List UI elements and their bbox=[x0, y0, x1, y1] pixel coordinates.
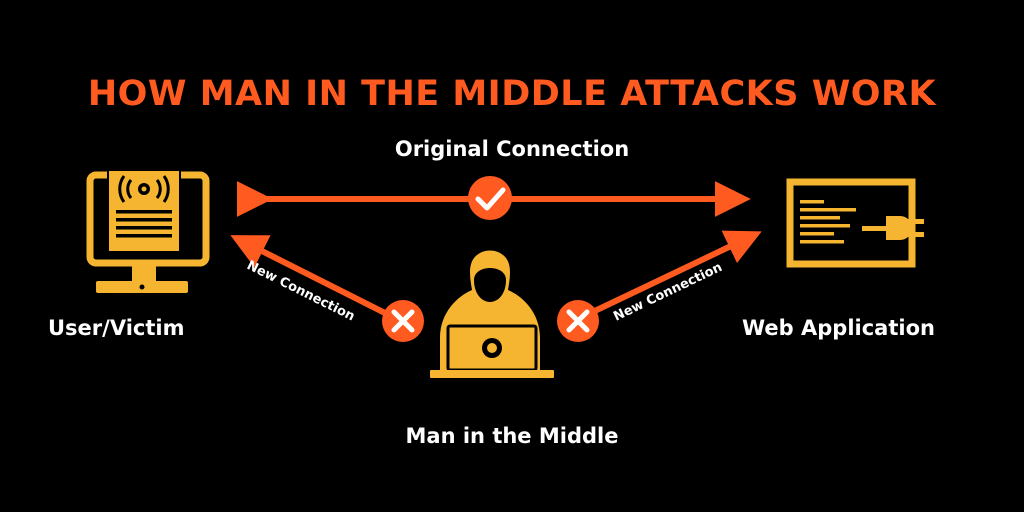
web-application-label: Web Application bbox=[742, 316, 935, 340]
hooded-hacker-laptop-icon bbox=[430, 250, 554, 378]
web-application-icon bbox=[786, 178, 924, 268]
man-in-the-middle-label: Man in the Middle bbox=[405, 424, 619, 448]
page-title: HOW MAN IN THE MIDDLE ATTACKS WORK bbox=[87, 74, 937, 114]
user-victim-label: User/Victim bbox=[48, 316, 185, 340]
new-connection-arrow-left bbox=[230, 235, 397, 321]
new-connection-arrow-right bbox=[578, 230, 762, 321]
cross-icon-left bbox=[382, 300, 424, 342]
original-connection-label: Original Connection bbox=[394, 137, 630, 161]
checkmark-icon bbox=[468, 176, 512, 220]
cross-icon-right bbox=[557, 300, 599, 342]
computer-monitor-icon bbox=[86, 169, 210, 293]
